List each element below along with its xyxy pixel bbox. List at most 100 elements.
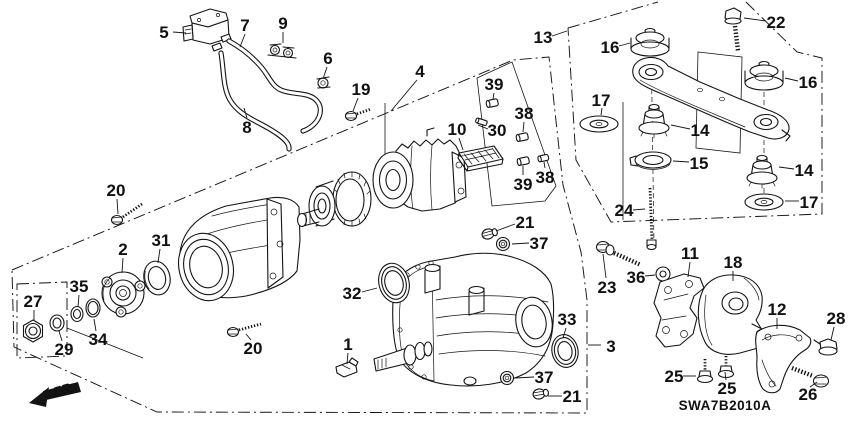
callout-label-17: 17	[800, 193, 819, 212]
callout-leader-20	[245, 333, 252, 341]
mount-stud-24-drawing	[646, 187, 657, 251]
dowel-pin-39b-drawing	[516, 156, 530, 167]
callout-label-20: 20	[107, 181, 126, 200]
dowel-pin-38b-drawing	[537, 153, 550, 163]
flange-nut-28-drawing	[813, 338, 838, 356]
callout-leader-11	[687, 261, 691, 278]
washer-29-drawing	[49, 314, 65, 332]
callout-label-14: 14	[691, 121, 710, 140]
callout-label-16: 16	[799, 73, 818, 92]
callout-label-37: 37	[530, 234, 549, 253]
callout-label-22: 22	[767, 13, 786, 32]
callout-label-27: 27	[24, 292, 43, 311]
rubber-mount-16b-drawing	[744, 60, 784, 91]
callout-label-21: 21	[516, 213, 535, 232]
callout-leader-39	[492, 92, 495, 100]
mount-bracket-beam-drawing	[632, 56, 791, 142]
breather-hose-b-drawing	[218, 50, 292, 152]
mount-14b-drawing	[746, 154, 778, 189]
rear-housing-drawing	[373, 252, 555, 387]
hose-clamp-bracket-drawing	[267, 43, 297, 59]
callout-leader-13	[551, 30, 568, 37]
callout-label-36: 36	[627, 268, 646, 287]
callout-label-25: 25	[718, 379, 737, 398]
fr-label: FR.	[51, 379, 76, 400]
callout-label-37: 37	[535, 368, 554, 387]
callout-leader-5	[172, 31, 187, 34]
baffle-plate-drawing	[457, 145, 504, 172]
callout-leader-6	[322, 66, 328, 80]
callout-leader-29	[58, 330, 63, 342]
callout-label-16: 16	[601, 38, 620, 57]
phantom-outline-main	[11, 56, 588, 414]
callout-leader-14	[670, 124, 691, 130]
callout-leader-38	[543, 161, 546, 169]
callout-label-1: 1	[343, 335, 352, 354]
callout-label-35: 35	[70, 277, 89, 296]
drain-bolt-21a-drawing	[481, 228, 498, 240]
callout-label-17: 17	[592, 91, 611, 110]
bolt-26-drawing	[791, 365, 830, 388]
spring-pin-30-drawing	[475, 117, 488, 127]
callout-label-23: 23	[598, 278, 617, 297]
fr-direction-indicator: FR.	[29, 379, 81, 407]
sealing-washer-37b-drawing	[499, 370, 515, 386]
callout-label-31: 31	[152, 231, 171, 250]
callout-label-8: 8	[242, 118, 251, 137]
bracket-12-drawing	[755, 324, 812, 394]
callout-label-7: 7	[240, 16, 249, 35]
flange-bolt-20b-drawing	[226, 322, 262, 338]
callout-leader-28	[830, 326, 835, 341]
callout-leader-31	[157, 248, 161, 264]
callout-leader-19	[352, 97, 359, 112]
callout-leader-7	[239, 33, 246, 48]
callout-leader-23	[602, 253, 607, 279]
callout-label-39: 39	[514, 175, 533, 194]
callout-leader-34	[93, 318, 97, 332]
callout-label-21: 21	[563, 387, 582, 406]
callout-label-13: 13	[534, 28, 553, 47]
bolt-25b-drawing	[717, 356, 735, 379]
washer-17b-drawing	[744, 193, 784, 211]
flange-bolt-19-drawing	[344, 107, 372, 122]
stopper-ring-15-drawing	[629, 151, 672, 170]
callout-leader-10	[458, 137, 464, 151]
breather-valve-drawing	[182, 8, 232, 52]
callout-label-5: 5	[159, 23, 168, 42]
callout-label-18: 18	[724, 253, 743, 272]
callout-leader-22	[743, 17, 767, 22]
group-box-small-parts	[476, 61, 557, 207]
callout-leader-1	[346, 352, 349, 365]
callout-leader-14	[778, 166, 795, 170]
callout-label-14: 14	[795, 161, 814, 180]
callout-label-20: 20	[244, 339, 263, 358]
callout-leader-30	[477, 124, 489, 130]
bolt-25a-drawing	[696, 359, 714, 384]
mount-14a-drawing	[638, 103, 670, 139]
callout-label-15: 15	[690, 154, 709, 173]
callout-label-11: 11	[681, 244, 699, 263]
callout-label-29: 29	[55, 340, 74, 359]
callout-label-30: 30	[488, 121, 507, 140]
callout-leader-24	[632, 208, 646, 211]
callout-label-34: 34	[89, 330, 108, 349]
callout-label-24: 24	[615, 201, 634, 220]
o-ring-34-drawing	[85, 298, 101, 318]
companion-flange-drawing	[101, 271, 146, 318]
callout-leader-20	[116, 198, 119, 215]
callout-label-9: 9	[278, 14, 287, 33]
callout-label-2: 2	[118, 240, 127, 259]
callout-label-26: 26	[799, 385, 818, 404]
dowel-pin-39a-drawing	[485, 98, 499, 109]
callout-leader-37	[514, 376, 535, 379]
callout-label-4: 4	[415, 62, 425, 81]
callout-leader-38	[522, 121, 525, 133]
callout-leader-26	[809, 381, 818, 388]
callout-leader-4	[390, 79, 418, 112]
callout-label-3: 3	[606, 337, 615, 356]
callout-label-38: 38	[536, 168, 555, 187]
phantom-outline-left-kit	[16, 281, 144, 359]
callout-leader-25	[724, 371, 727, 381]
callout-leader-17	[600, 107, 603, 116]
